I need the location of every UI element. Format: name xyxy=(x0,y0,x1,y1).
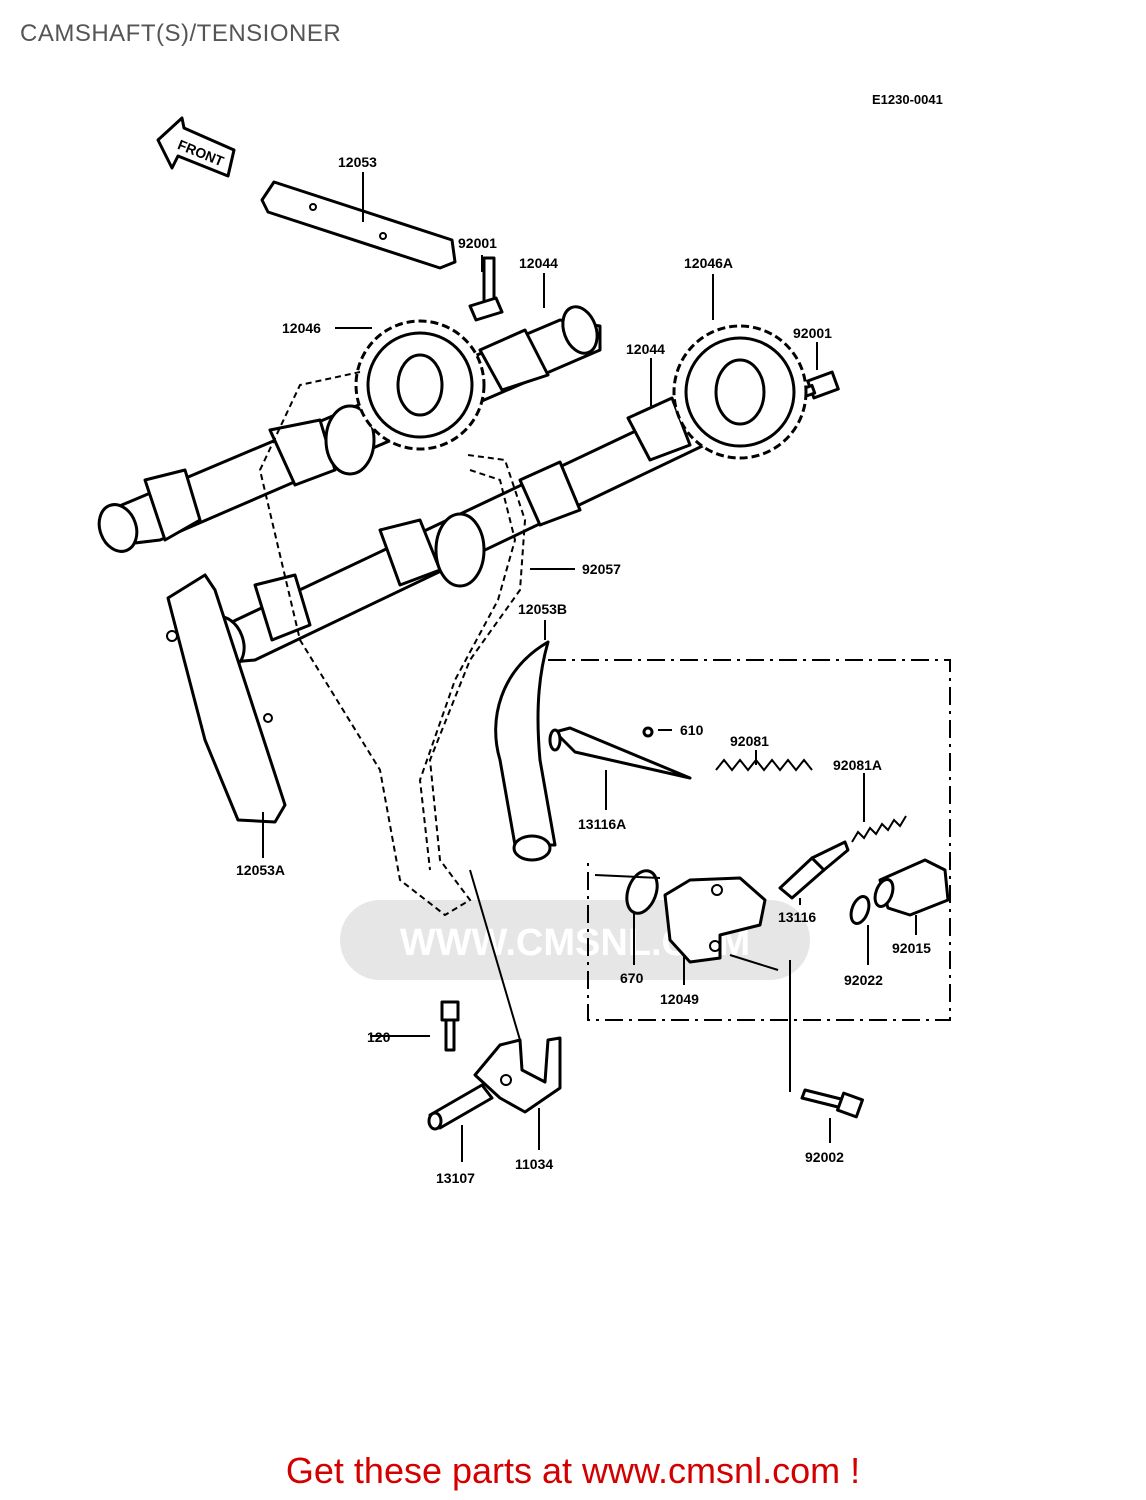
label-13116: 13116 xyxy=(778,909,816,925)
label-92002: 92002 xyxy=(805,1149,844,1165)
label-12046: 12046 xyxy=(282,320,321,336)
bolt-120 xyxy=(440,1000,460,1052)
cta-link[interactable]: Get these parts at www.cmsnl.com ! xyxy=(285,1450,861,1491)
label-670: 670 xyxy=(620,970,644,986)
pin-13107 xyxy=(427,1083,494,1131)
tensioner-guide-12053B xyxy=(494,640,557,862)
label-12053A: 12053A xyxy=(236,862,285,878)
chain-guide-top xyxy=(260,180,457,270)
label-92015: 92015 xyxy=(892,940,931,956)
sprocket-12046A xyxy=(672,324,808,460)
label-12053B: 12053B xyxy=(518,601,567,617)
label-92081: 92081 xyxy=(730,733,769,749)
part-labels: 12053 92001 12044 12046A 12046 12044 920… xyxy=(236,154,931,1186)
label-12044-lower: 12044 xyxy=(626,341,665,357)
tensioner-assembly-box xyxy=(548,659,951,1021)
label-92057: 92057 xyxy=(582,561,621,577)
label-12046A: 12046A xyxy=(684,255,733,271)
pin-610 xyxy=(642,726,654,738)
page-title: CAMSHAFT(S)/TENSIONER xyxy=(20,20,342,47)
front-arrow-icon: FRONT xyxy=(156,116,236,178)
label-92022: 92022 xyxy=(844,972,883,988)
leader-lines xyxy=(262,172,917,1162)
cap-92015 xyxy=(873,858,950,917)
sprocket-12046 xyxy=(354,319,486,451)
plunger-13116 xyxy=(778,840,850,900)
label-610: 610 xyxy=(680,722,704,738)
spring-92081A xyxy=(851,815,907,843)
label-12044-upper: 12044 xyxy=(519,255,558,271)
label-92081A: 92081A xyxy=(833,757,882,773)
washer-92022 xyxy=(849,895,871,925)
bracket-11034 xyxy=(473,1036,562,1114)
label-13116A: 13116A xyxy=(578,816,626,832)
push-rod-13116A xyxy=(548,726,692,780)
label-92001-right: 92001 xyxy=(793,325,832,341)
camshaft-lower xyxy=(204,396,717,669)
label-120: 120 xyxy=(367,1029,391,1045)
label-12053: 12053 xyxy=(338,154,377,170)
tensioner-body-12049 xyxy=(663,876,767,964)
chain-guide-left xyxy=(166,573,287,824)
label-92001-left: 92001 xyxy=(458,235,497,251)
label-11034: 11034 xyxy=(515,1156,553,1172)
diagram-code: E1230-0041 xyxy=(872,92,943,107)
spring-92081 xyxy=(715,758,813,772)
label-13107: 13107 xyxy=(436,1170,475,1186)
label-12049: 12049 xyxy=(660,991,699,1007)
bolt-92001-left xyxy=(468,256,504,322)
bolt-92002 xyxy=(800,1088,864,1119)
cam-chain xyxy=(258,371,527,917)
